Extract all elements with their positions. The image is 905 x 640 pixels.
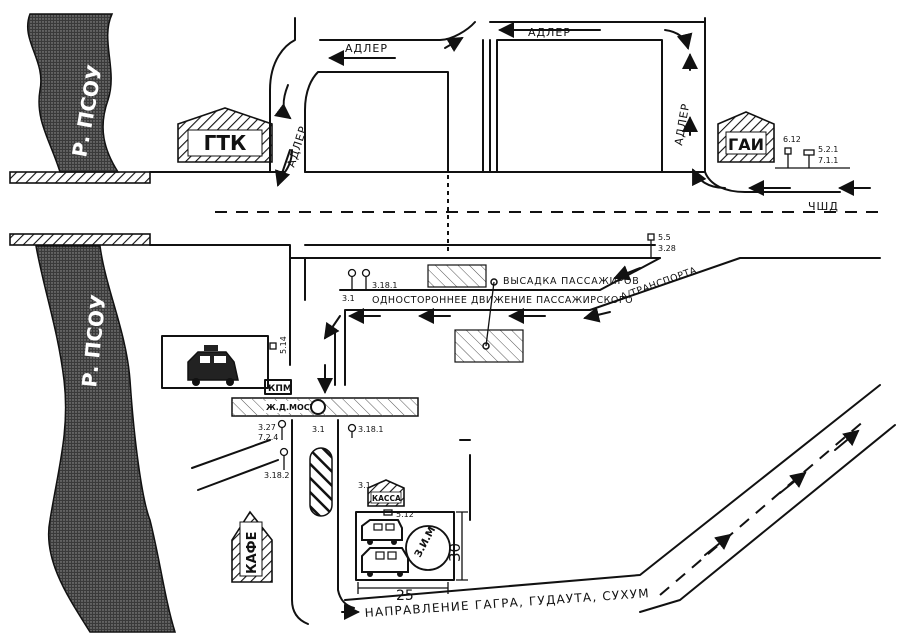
taxi-icon: [187, 345, 239, 386]
zim-circle: [405, 525, 451, 571]
svg-text:7.2.4: 7.2.4: [258, 433, 278, 442]
svg-text:6.12: 6.12: [783, 135, 801, 144]
dropoff-area: [427, 264, 487, 288]
sign-6-12: 6.12: [783, 135, 801, 168]
dim-30-line: [456, 511, 468, 581]
sign-3-18-2: 3.18.2: [264, 447, 289, 480]
road-lower-edge: [149, 244, 661, 259]
road-lower-main-left: [291, 419, 309, 625]
arrow-adler-corner: [664, 29, 693, 50]
svg-text:3.1: 3.1: [342, 294, 355, 303]
svg-text:7.1.1: 7.1.1: [818, 156, 838, 165]
road-lower-left-1: [191, 439, 271, 469]
bus-parking: [355, 511, 455, 581]
road-top-left: [319, 21, 476, 41]
highway-upper: [344, 384, 881, 601]
adler-label-1: АДЛЕР: [345, 42, 388, 55]
kassa-label: КАССА: [372, 494, 401, 503]
sign-3-1-bot: 3.1: [358, 481, 371, 490]
road-parking-edge: [459, 439, 471, 521]
arrow-highway-3: [834, 429, 860, 451]
svg-text:3.28: 3.28: [658, 244, 676, 253]
svg-text:3.18.2: 3.18.2: [264, 471, 289, 480]
sign-3-1-top: 3.1: [342, 268, 357, 303]
road-lower-main-right: [337, 419, 355, 609]
svg-text:5.2.1: 5.2.1: [818, 145, 838, 154]
road-diagonal-lower: [344, 257, 801, 386]
adler-label-2: АДЛЕР: [528, 26, 571, 39]
arrow-merge: [323, 315, 341, 340]
arrow-highway-1: [704, 533, 732, 556]
sign-3-27: 3.27 7.2.4: [258, 419, 287, 442]
adler-label-3: АДЛЕР: [284, 124, 310, 169]
arrow-gai-turn: [692, 168, 726, 189]
dim-25-label: 25: [396, 588, 414, 604]
kpm-box: [264, 379, 292, 395]
gai-label: ГАИ: [728, 135, 764, 154]
road-gtk-right: [304, 71, 449, 173]
svg-text:5.12: 5.12: [396, 510, 414, 519]
taxi-stand: [161, 335, 269, 389]
bridge-upper: [9, 171, 151, 184]
highway-lower: [639, 424, 896, 613]
dim-30-label: 30: [446, 543, 464, 562]
sign-5-14: 5.14: [269, 336, 288, 354]
arrow-gtk-down: [274, 149, 291, 187]
road-lower-left-2: [197, 459, 279, 491]
gtk-building: ГТК: [177, 107, 273, 163]
arrow-adler-3: [274, 84, 292, 120]
river-lower: [35, 245, 177, 633]
svg-text:5.5: 5.5: [658, 233, 671, 242]
bus-icon-2: [361, 547, 409, 577]
svg-text:5.14: 5.14: [279, 336, 288, 354]
arrow-vysadka: [613, 265, 641, 281]
kpm-label: КПМ: [268, 384, 292, 394]
road-top-center: [482, 21, 706, 173]
sign-3-18-1-mid: 3.18.1: [347, 423, 383, 438]
bus-icon-1: [361, 519, 403, 545]
kafe-building: КАФЕ: [231, 510, 273, 583]
kafe-label: КАФЕ: [245, 532, 260, 574]
traffic-island: [309, 447, 333, 517]
railway-bridge: Ж.Д.МОСТ: [231, 397, 419, 417]
bridge-lower: [9, 233, 151, 246]
road-gtk-left: [269, 17, 296, 173]
sign-3-18-1-top: 3.18.1: [361, 268, 397, 290]
building-center: [496, 39, 663, 173]
kassa-building: КАССА: [367, 479, 405, 507]
highway-centerline: [659, 419, 866, 596]
svg-text:3.18.1: 3.18.1: [372, 281, 397, 290]
gtk-label: ГТК: [204, 131, 247, 155]
sign-5-2-1: 5.2.1 7.1.1: [803, 145, 838, 168]
vysadka-label: ВЫСАДКА ПАССАЖИРОВ: [503, 276, 640, 287]
sign-3-1-mid: 3.1: [312, 425, 325, 434]
one-way-label: ОДНОСТОРОННЕЕ ДВИЖЕНИЕ ПАССАЖИРСКОГО: [372, 295, 633, 306]
road-main-left: [289, 257, 306, 366]
svg-text:3.18.1: 3.18.1: [358, 425, 383, 434]
sign-5-5: 5.5 3.28: [647, 233, 676, 258]
svg-text:3.27: 3.27: [258, 423, 276, 432]
dropoff-link: [485, 281, 495, 347]
arrow-top-center: [444, 36, 464, 52]
gai-building: ГАИ: [717, 111, 775, 163]
chsd-label: ЧШД: [808, 200, 839, 213]
zhd-most-label: Ж.Д.МОСТ: [266, 403, 316, 412]
arrow-one-way-4: [583, 306, 611, 323]
arrow-highway-2: [779, 471, 807, 494]
